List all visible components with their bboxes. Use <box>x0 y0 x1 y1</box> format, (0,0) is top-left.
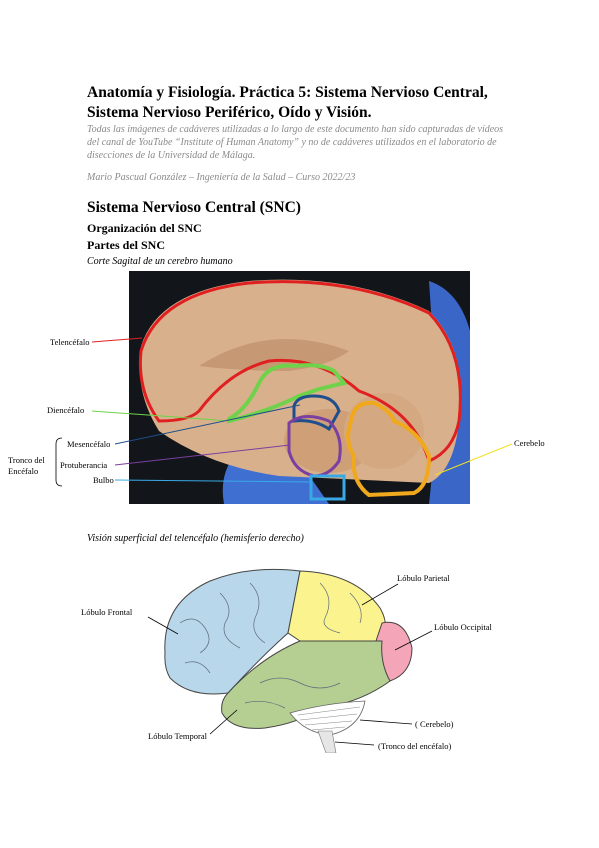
label-tronco-encefalo-2: (Tronco del encéfalo) <box>378 741 452 751</box>
label-tronco-encefalo: Tronco del Encéfalo <box>8 455 45 477</box>
label-lobulo-temporal: Lóbulo Temporal <box>148 731 207 741</box>
label-lobulo-parietal: Lóbulo Parietal <box>397 573 450 583</box>
title-line-2: Sistema Nervioso Periférico, Oído y Visi… <box>87 104 372 121</box>
cerebellum-stripes <box>289 700 366 736</box>
label-lobulo-occipital: Lóbulo Occipital <box>434 622 492 632</box>
sagittal-brain-photo <box>129 271 470 504</box>
protuberancia-outline <box>287 415 342 478</box>
cerebelo-outline <box>346 400 432 498</box>
label-mesencefalo: Mesencéfalo <box>67 439 111 449</box>
source-note: Todas las imágenes de cadáveres utilizad… <box>87 124 504 161</box>
label-lobulo-frontal: Lóbulo Frontal <box>81 607 133 617</box>
figure1-leaders <box>55 337 513 487</box>
label-cerebelo-2: ( Cerebelo) <box>415 719 454 729</box>
label-diencefalo: Diencéfalo <box>47 405 85 415</box>
diencefalo-outline <box>227 363 348 424</box>
telencephalon-lateral-illustration <box>150 563 480 753</box>
bulbo-outline <box>309 474 346 501</box>
author-line: Mario Pascual González – Ingeniería de l… <box>87 172 356 183</box>
mesencefalo-outline <box>292 394 341 432</box>
label-tronco-line2: Encéfalo <box>8 466 39 476</box>
figure1-caption: Corte Sagital de un cerebro humano <box>87 256 233 267</box>
label-protuberancia: Protuberancia <box>60 460 108 470</box>
figure2-caption: Visión superficial del telencéfalo (hemi… <box>87 533 304 544</box>
label-bulbo: Bulbo <box>93 475 114 485</box>
document-title: Anatomía y Fisiología. Práctica 5: Siste… <box>87 83 517 123</box>
section-heading: Sistema Nervioso Central (SNC) <box>87 199 301 216</box>
label-tronco-line1: Tronco del <box>8 455 45 465</box>
label-telencefalo: Telencéfalo <box>50 337 90 347</box>
figure2-leaders <box>147 583 433 746</box>
brainstem <box>317 730 337 753</box>
subsection-heading: Organización del SNC <box>87 221 202 235</box>
label-cerebelo: Cerebelo <box>514 438 545 448</box>
subsubsection-heading: Partes del SNC <box>87 238 165 252</box>
title-line-1: Anatomía y Fisiología. Práctica 5: Siste… <box>87 84 488 101</box>
